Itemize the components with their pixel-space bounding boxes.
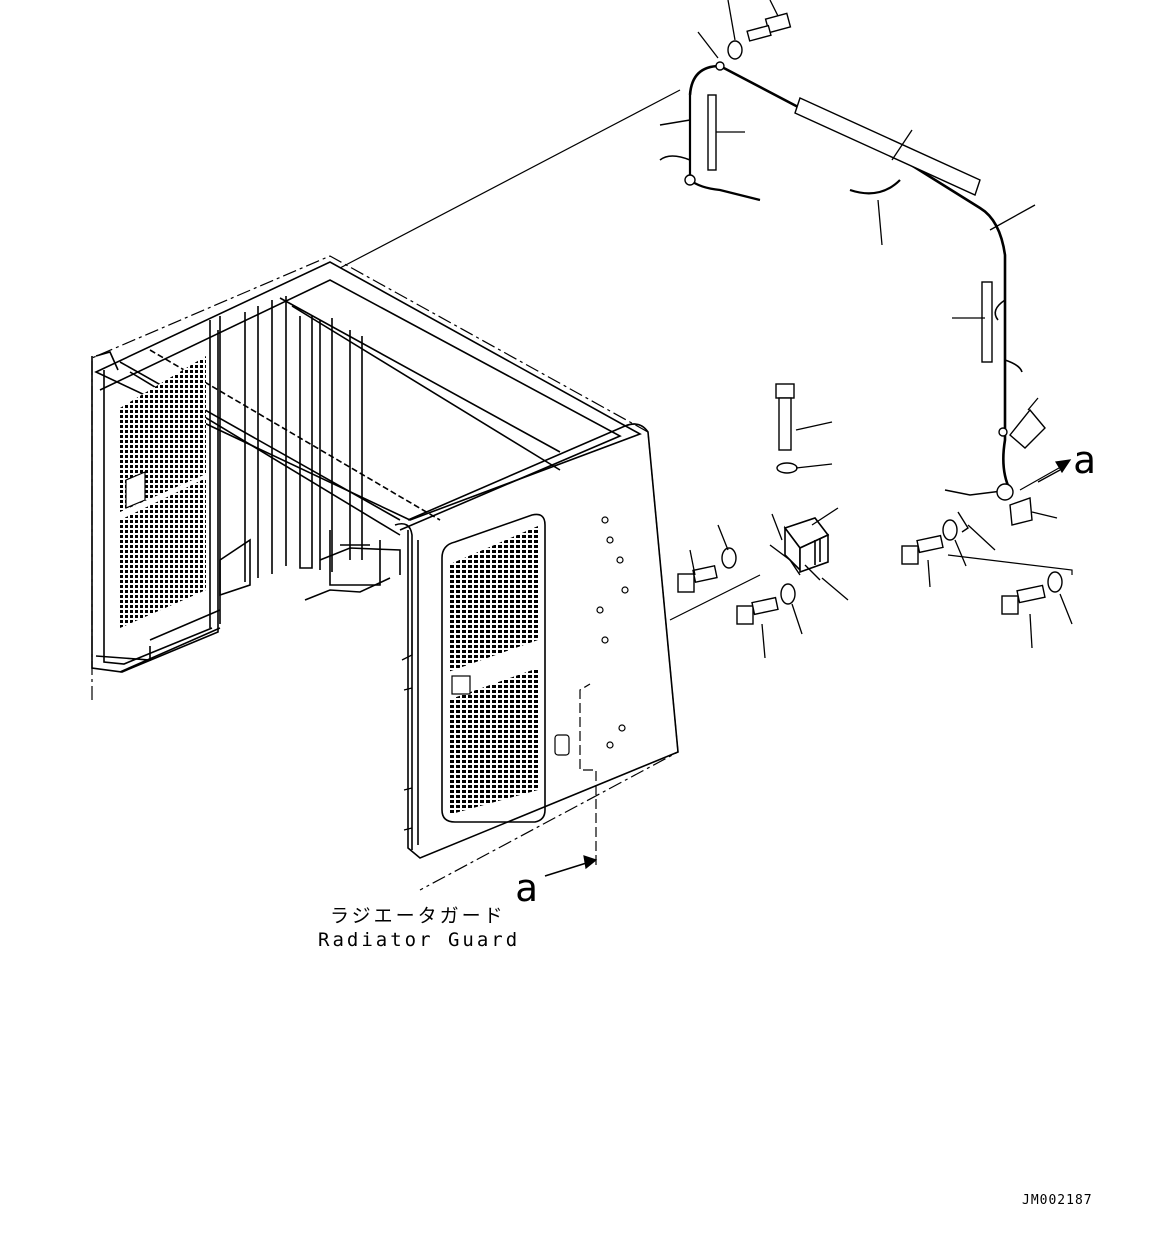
leader-lines <box>339 89 1073 621</box>
caption-japanese: ラジエータガード <box>330 905 506 927</box>
mounting-bolt <box>901 534 944 565</box>
callout-lines <box>689 0 1073 659</box>
mounting-bolt <box>746 12 792 42</box>
front-grille-panel <box>401 513 629 831</box>
washer <box>942 519 958 541</box>
view-a-marker-right <box>1019 459 1072 491</box>
fasteners <box>677 12 1063 625</box>
mounting-bolt <box>677 565 718 593</box>
caption-english: Radiator Guard <box>318 929 521 951</box>
drawing-number: JM002187 <box>1022 1193 1093 1208</box>
harness-protective-tube <box>707 94 1046 526</box>
mounting-bolt <box>736 596 779 625</box>
mounting-bolt <box>775 383 795 451</box>
mounting-bolt <box>1001 584 1046 615</box>
washer <box>780 583 796 605</box>
washer <box>721 547 737 569</box>
wiring-harness <box>659 61 1023 501</box>
washer <box>1047 571 1063 593</box>
left-grille <box>120 356 206 628</box>
view-a-marker-left <box>544 683 598 877</box>
washer <box>727 40 743 60</box>
horn-relay-box <box>769 517 830 581</box>
view-label-left: a <box>515 866 538 910</box>
washer <box>776 462 798 474</box>
view-label-right: a <box>1073 438 1096 482</box>
bracket-clip <box>957 511 969 533</box>
